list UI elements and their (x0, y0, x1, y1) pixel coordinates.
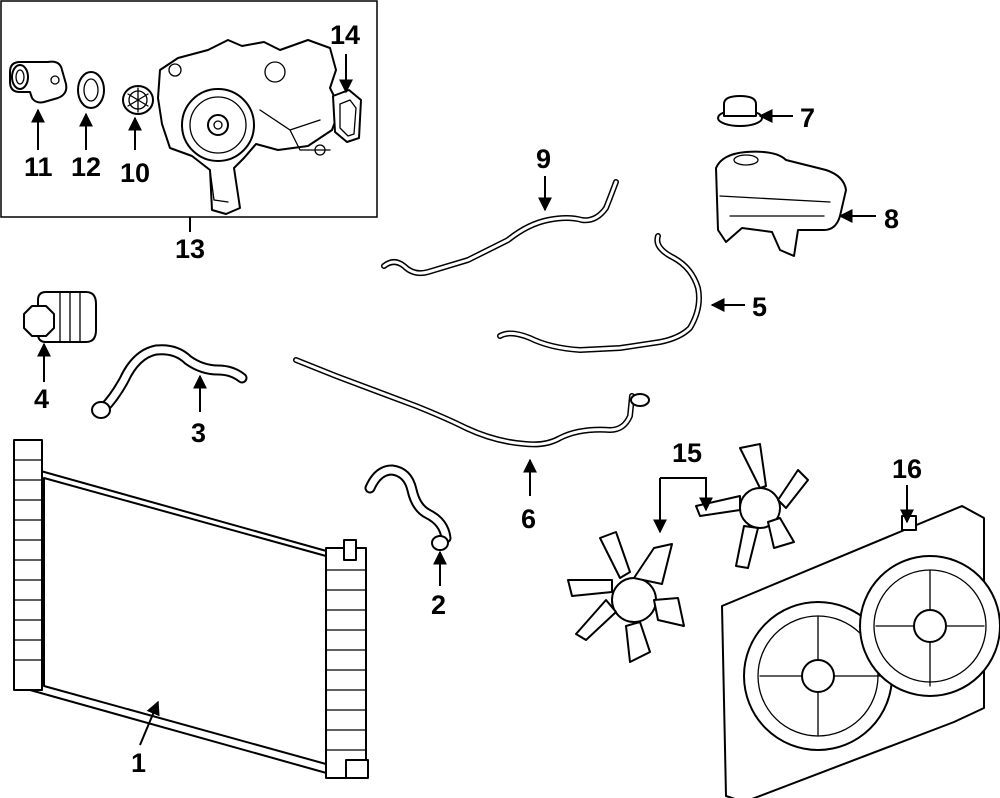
callout-7: 7 (800, 103, 815, 133)
fan-blade-icon[interactable] (695, 443, 809, 569)
leader-lines (31, 54, 914, 746)
callout-15: 15 (672, 438, 702, 468)
callout-11: 11 (24, 152, 53, 182)
cap-icon[interactable] (23, 291, 97, 343)
callout-4: 4 (34, 384, 49, 414)
callout-2: 2 (431, 590, 446, 620)
gasket-icon[interactable] (77, 71, 105, 109)
thermostat-icon[interactable] (122, 85, 154, 115)
callout-10: 10 (120, 158, 150, 188)
callout-14: 14 (330, 20, 360, 50)
reservoir-icon[interactable] (715, 150, 847, 257)
callout-8: 8 (884, 204, 899, 234)
callout-13: 13 (175, 234, 205, 264)
fan-blade-icon[interactable] (567, 531, 685, 663)
water-pump-icon[interactable] (157, 39, 341, 215)
callout-1: 1 (131, 748, 146, 778)
callout-3: 3 (191, 418, 206, 448)
callout-12: 12 (71, 152, 101, 182)
callout-5: 5 (752, 292, 767, 322)
hose-icon[interactable] (497, 233, 702, 353)
outlet-icon[interactable] (9, 60, 68, 104)
callout-16: 16 (892, 454, 922, 484)
reservoir-cap-icon[interactable] (717, 95, 763, 127)
hose-icon[interactable] (381, 179, 619, 277)
pipe-icon[interactable] (293, 357, 650, 448)
callout-9: 9 (536, 144, 551, 174)
callout-6: 6 (521, 504, 536, 534)
gasket-icon[interactable] (332, 89, 362, 143)
radiator-icon[interactable] (13, 439, 369, 779)
lower-hose-icon[interactable] (364, 464, 452, 551)
callout-labels: 11 12 10 13 14 4 3 9 5 7 8 6 2 1 15 16 (24, 20, 922, 778)
fan-shroud-icon[interactable] (721, 505, 1000, 798)
upper-hose-icon[interactable] (91, 344, 248, 419)
